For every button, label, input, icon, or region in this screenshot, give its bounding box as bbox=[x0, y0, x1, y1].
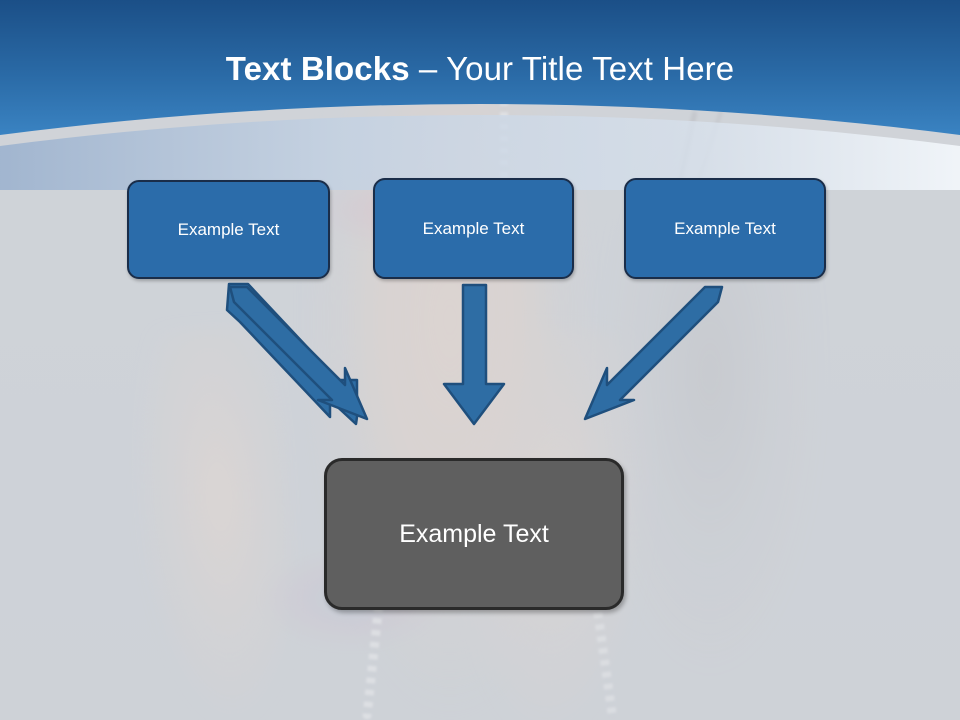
text-block-2-label: Example Text bbox=[422, 218, 525, 238]
result-block-label: Example Text bbox=[399, 519, 549, 548]
text-block-3[interactable]: Example Text bbox=[624, 178, 826, 279]
text-block-2[interactable]: Example Text bbox=[373, 178, 574, 279]
result-block[interactable]: Example Text bbox=[324, 458, 624, 610]
text-block-1[interactable]: Example Text bbox=[127, 180, 330, 279]
text-block-1-label: Example Text bbox=[177, 219, 280, 239]
text-block-3-label: Example Text bbox=[674, 218, 776, 238]
